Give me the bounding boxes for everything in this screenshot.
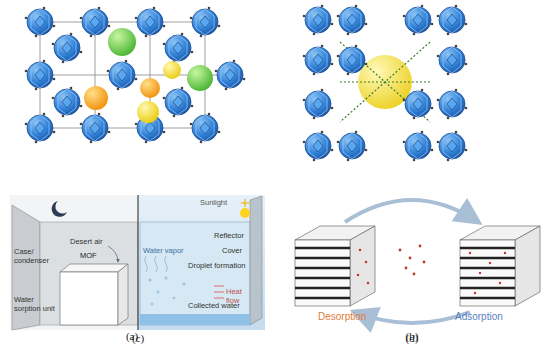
process-label: Desorption: [318, 311, 378, 323]
sorption-cycle: [295, 200, 540, 323]
part-label: Case/ condenser: [14, 248, 38, 265]
panel-letter: (c): [118, 332, 158, 345]
part-label: Desert air: [70, 238, 110, 247]
mof-structure-a: [25, 7, 246, 144]
panel-letter: (d): [392, 332, 432, 345]
water-harvester-device: [10, 195, 265, 330]
part-label: Droplet formation: [188, 262, 250, 271]
sorbent-block-right: [460, 226, 540, 306]
process-label: Adsorption: [455, 311, 515, 323]
part-label: Collected water: [188, 302, 250, 311]
part-label: Reflector: [214, 232, 250, 241]
part-label: Cover: [222, 247, 250, 256]
water-molecules: [399, 245, 426, 276]
mof-structure-b: [303, 5, 468, 162]
part-label: Sunlight: [200, 199, 240, 208]
part-label: Water vapor: [143, 247, 193, 256]
sorbent-block-left: [295, 226, 375, 306]
part-label: Water sorption unit: [14, 296, 58, 313]
part-label: MOF: [80, 252, 104, 261]
